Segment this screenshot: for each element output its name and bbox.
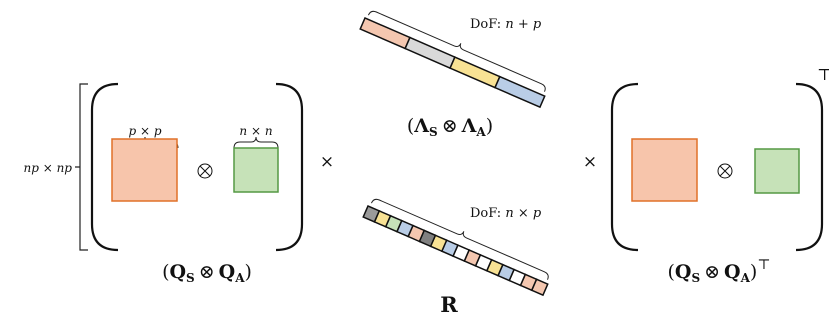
- lambda-segment-3: [449, 56, 501, 89]
- r-bar: [362, 198, 549, 297]
- left-kron-icon: [197, 163, 213, 179]
- q-s-block: [111, 138, 178, 202]
- right-q-a-block: [754, 148, 800, 194]
- right-matrix: ⊤ (QS⊗QA)⊤: [610, 65, 829, 285]
- lambda-caption: (ΛS⊗ΛA): [407, 115, 493, 139]
- times-symbol-left: ×: [320, 152, 334, 172]
- lambda-dof-brace: [367, 10, 546, 92]
- left-matrix-open-paren: [90, 82, 119, 252]
- r-diagonal: DoF: n × p R: [362, 198, 549, 317]
- left-matrix: np × np p × p n × n (QS⊗QA): [23, 82, 304, 285]
- p-by-p-label: p × p: [128, 124, 161, 138]
- left-matrix-close-paren: [275, 82, 304, 252]
- right-kron-icon: [717, 163, 733, 179]
- np-dimension-brace: [75, 83, 88, 251]
- lambda-segment-2: [404, 36, 456, 70]
- lambda-bar: [359, 10, 546, 109]
- right-matrix-caption: (QS⊗QA)⊤: [667, 257, 770, 285]
- lambda-dof-label: DoF: n + p: [470, 17, 542, 32]
- lambda-segment-4: [494, 75, 546, 109]
- np-dimension-label: np × np: [23, 161, 72, 175]
- q-a-block: [233, 147, 279, 193]
- right-matrix-transpose: ⊤: [817, 65, 829, 84]
- left-matrix-caption: (QS⊗QA): [162, 261, 252, 285]
- right-matrix-close-paren: [795, 82, 824, 252]
- lambda-segment-1: [359, 17, 411, 50]
- r-caption: R: [440, 292, 458, 317]
- r-cell: [362, 205, 381, 223]
- n-by-n-brace: [233, 136, 279, 149]
- n-by-n-label: n × n: [239, 124, 272, 138]
- right-q-s-block: [631, 138, 698, 202]
- right-matrix-open-paren: [610, 82, 639, 252]
- r-dof-label: DoF: n × p: [470, 206, 542, 221]
- lambda-diagonal: DoF: n + p (ΛS⊗ΛA): [359, 10, 546, 139]
- times-symbol-right: ×: [583, 152, 597, 172]
